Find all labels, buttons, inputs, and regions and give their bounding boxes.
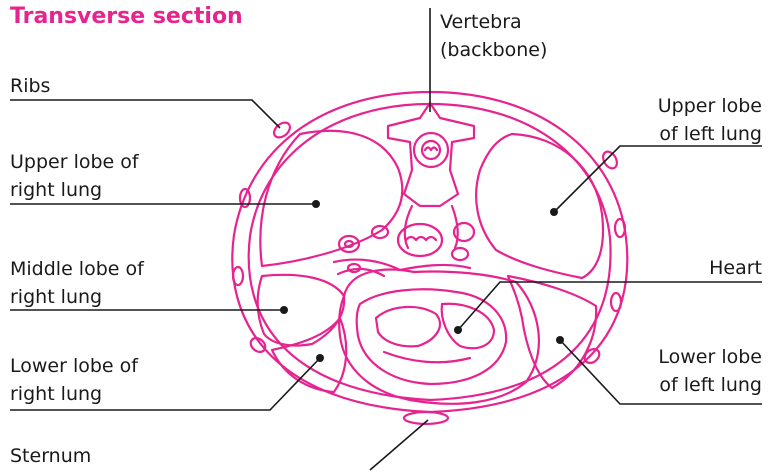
leader-ribs	[10, 100, 280, 128]
leader-sternum	[370, 420, 428, 470]
lower-lobe-left-lung	[508, 276, 596, 388]
leader-lower-right	[10, 358, 320, 410]
upper-lobe-right-lung	[260, 131, 402, 266]
upper-lobe-left-lung	[476, 134, 603, 278]
heart	[339, 270, 539, 404]
ribs	[233, 120, 625, 366]
leader-upper-left	[554, 146, 762, 212]
leader-lines	[10, 8, 762, 470]
